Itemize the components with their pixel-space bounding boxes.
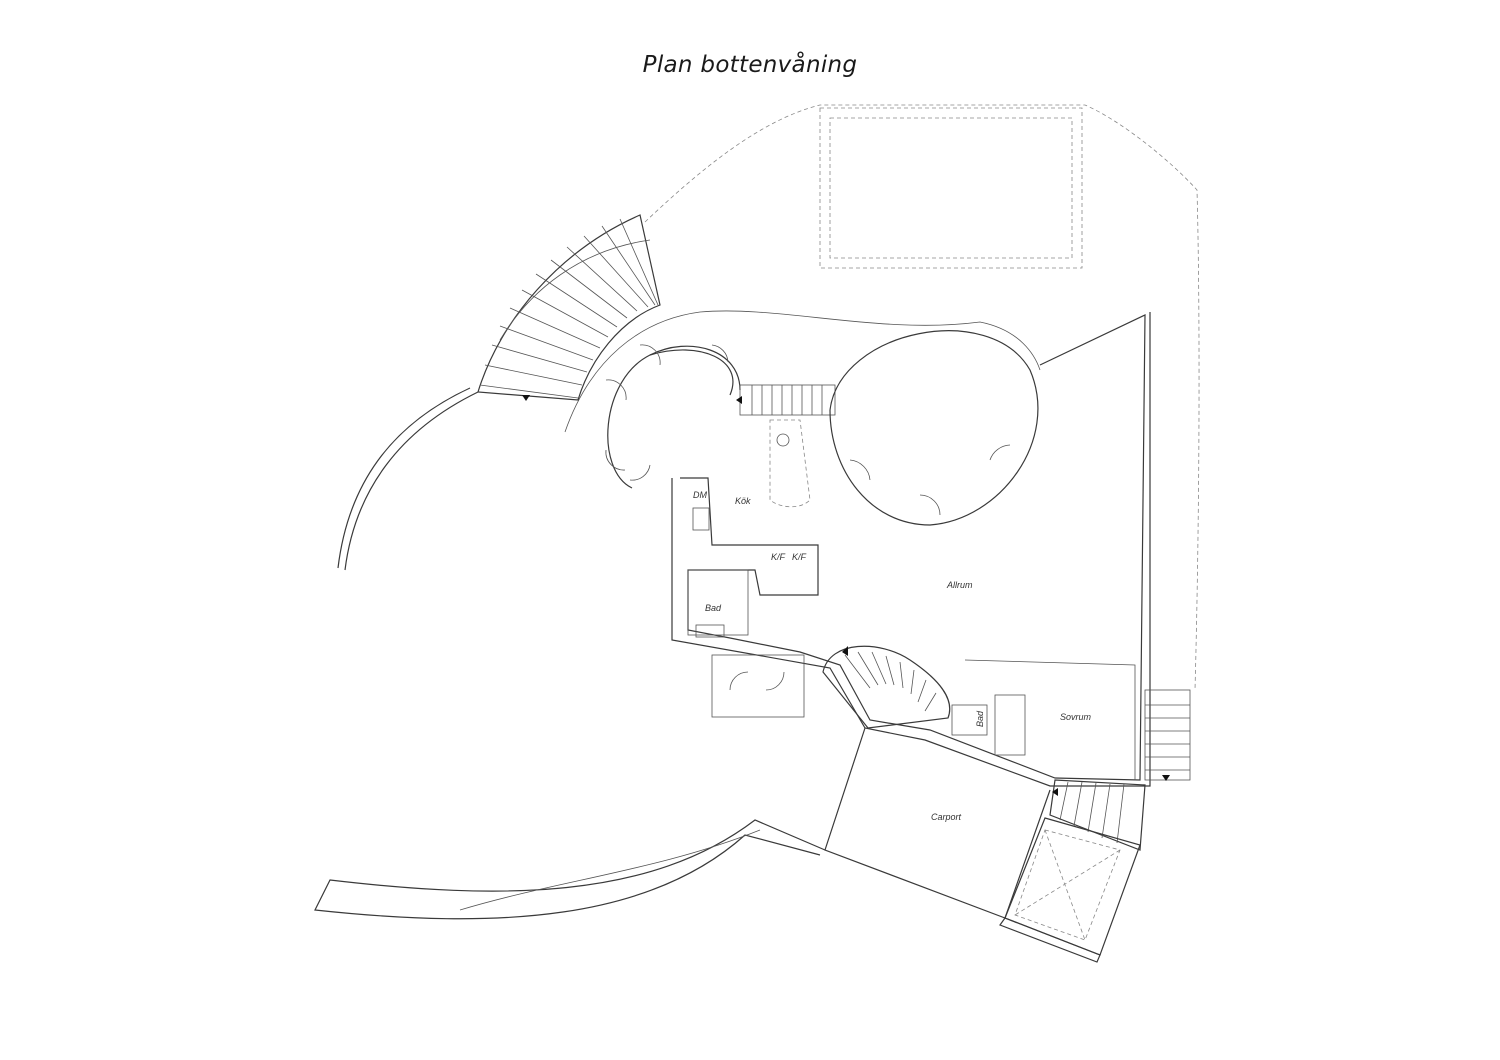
round-room-right [829,330,1039,526]
carport-outline [824,727,1051,919]
label-kok: Kök [735,496,751,506]
kitchen-island [769,419,811,508]
site-boundary [644,104,1200,691]
label-carport: Carport [931,812,962,822]
curved-stair-top-left [477,214,661,401]
label-bad-1: Bad [705,603,722,613]
pool-inner [829,117,1073,259]
entrance-porch [711,654,805,718]
label-kf-2: K/F [792,552,807,562]
bedroom [994,694,1026,756]
house-outline [680,314,1146,781]
plan-title: Plan bottenvåning [642,52,858,78]
label-bad-2: Bad [975,710,985,727]
bath-1 [687,569,749,636]
label-allrum: Allrum [946,580,973,590]
pool-outline [819,107,1083,269]
terrace-edge [564,310,1041,433]
round-room-left [607,349,734,489]
outer-garden-wall [344,391,479,571]
lower-curved-wall [314,819,826,920]
label-sovrum: Sovrum [1060,712,1092,722]
straight-stair-middle [736,384,836,416]
label-dm: DM [693,490,707,500]
curved-stair-center [822,645,951,729]
stair-right [1144,689,1191,781]
label-kf-1: K/F [771,552,786,562]
stair-lower-right [1049,779,1146,851]
